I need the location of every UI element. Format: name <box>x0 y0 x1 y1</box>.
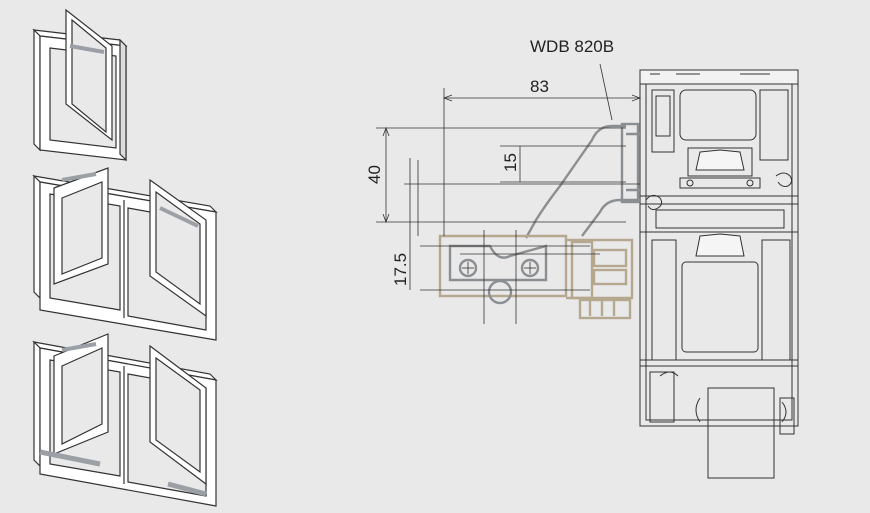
window-illustration-double-bottom-hinged <box>32 333 218 507</box>
dimension-width-label: 83 <box>530 77 549 96</box>
hinge-bracket <box>438 234 634 320</box>
window-illustration-single <box>32 8 128 162</box>
window-illustration-double <box>32 167 218 341</box>
hinge-arm <box>524 122 640 239</box>
hinge-screw-marks <box>462 262 536 274</box>
dimension-lines <box>376 63 642 324</box>
dimension-height-outer-label: 40 <box>365 165 384 184</box>
hinge-plate <box>448 244 548 305</box>
profile-cross-section <box>639 69 799 479</box>
dimension-height-inner-label: 15 <box>501 153 520 172</box>
dimension-offset-label: 17.5 <box>391 253 410 286</box>
part-label: WDB 820B <box>530 37 614 56</box>
